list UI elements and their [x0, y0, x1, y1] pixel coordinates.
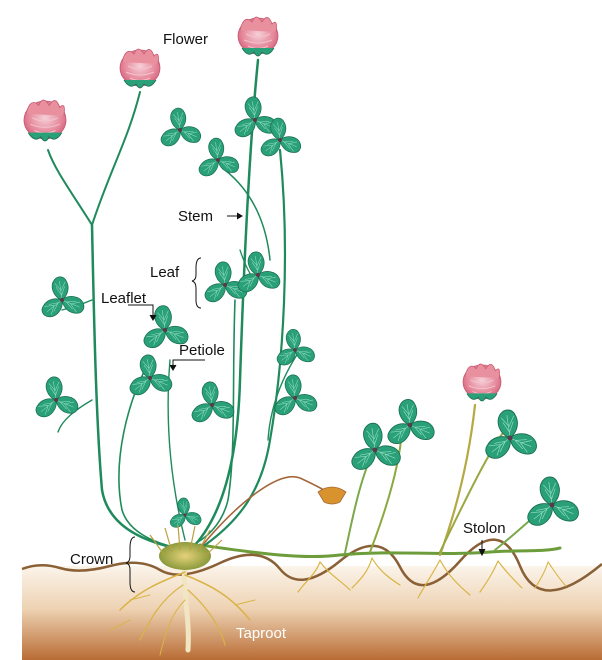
label-crown: Crown — [70, 552, 113, 567]
label-stolon: Stolon — [463, 521, 506, 536]
label-stem: Stem — [178, 209, 213, 224]
label-taproot: Taproot — [236, 626, 286, 641]
label-leaflet: Leaflet — [101, 291, 146, 306]
label-flower: Flower — [163, 32, 208, 47]
label-leaf: Leaf — [150, 265, 179, 280]
label-petiole: Petiole — [179, 343, 225, 358]
